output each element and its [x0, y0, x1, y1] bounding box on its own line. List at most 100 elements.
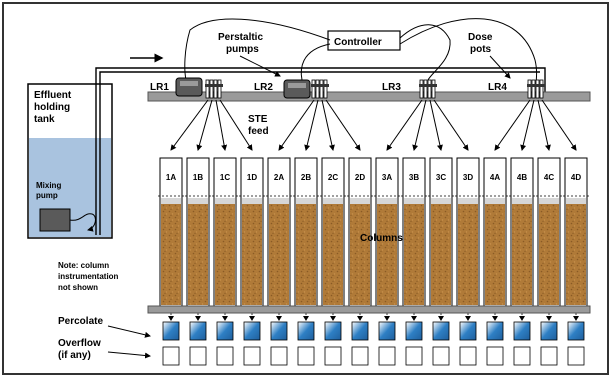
column-3c: 3C — [428, 157, 454, 318]
dose-pots — [205, 79, 545, 99]
dose-pots-label-line1: Dose — [468, 32, 493, 43]
column-4c: 4C — [536, 157, 562, 318]
percolate-bottle-4d — [567, 316, 585, 341]
column-2c: 2C — [320, 157, 346, 318]
column-label: 1C — [220, 173, 230, 182]
dose-pot-stack-1 — [205, 79, 223, 99]
lr4-label: LR4 — [488, 82, 507, 93]
percolate-bottle-1d — [243, 316, 261, 341]
overflow-bottle-1d — [243, 346, 261, 366]
overflow-bottle-3c — [432, 346, 450, 366]
percolate-bottle-3c — [432, 316, 450, 341]
overflow-bottle-3d — [459, 346, 477, 366]
tank-label-line2: holding — [34, 102, 70, 113]
overflow-bottle-1a — [162, 346, 180, 366]
effluent-holding-tank: Effluent holding tank Mixing pump — [27, 83, 113, 239]
column-1c: 1C — [212, 157, 238, 318]
percolate-bottle-4a — [486, 316, 504, 341]
tank-label-line1: Effluent — [34, 90, 72, 101]
ste-feed-label-line1: STE — [248, 114, 268, 125]
percolate-bottle-2d — [351, 316, 369, 341]
mixing-pump-label-line1: Mixing — [36, 181, 61, 190]
column-4d: 4D — [563, 157, 589, 318]
overflow-bottle-2d — [351, 346, 369, 366]
overflow-label-line2: (if any) — [58, 350, 91, 361]
percolate-label: Percolate — [58, 316, 103, 327]
overflow-bottle-1b — [189, 346, 207, 366]
note-line1: Note: column — [58, 261, 109, 270]
lr1-label: LR1 — [150, 82, 169, 93]
column-1d: 1D — [239, 157, 265, 318]
column-1a: 1A — [158, 157, 184, 318]
overflow-label-line1: Overflow — [58, 338, 101, 349]
column-label: 1B — [193, 173, 203, 182]
column-label: 3B — [409, 173, 419, 182]
dose-pot-stack-4 — [527, 79, 545, 99]
column-label: 1A — [166, 173, 176, 182]
overflow-bottle-2b — [297, 346, 315, 366]
overflow-bottle-4a — [486, 346, 504, 366]
percolate-bottle-1c — [216, 316, 234, 341]
percolate-bottle-2b — [297, 316, 315, 341]
dose-pots-label-line2: pots — [470, 44, 492, 55]
mixing-pump-label-line2: pump — [36, 191, 58, 200]
collection-bottles — [162, 316, 585, 366]
percolate-bottle-1b — [189, 316, 207, 341]
percolate-bottle-1a — [162, 316, 180, 341]
overflow-bottle-3b — [405, 346, 423, 366]
column-3a: 3A — [374, 157, 400, 318]
controller-label: Controller — [334, 37, 382, 48]
overflow-bottle-4c — [540, 346, 558, 366]
percolate-pointer — [107, 325, 151, 338]
column-2d: 2D — [347, 157, 373, 318]
column-3d: 3D — [455, 157, 481, 318]
dose-pots-pointer — [489, 55, 511, 79]
column-label: 2B — [301, 173, 311, 182]
lower-rail — [147, 305, 591, 314]
percolate-bottle-4c — [540, 316, 558, 341]
percolate-bottle-2c — [324, 316, 342, 341]
mixing-flow-arrow — [69, 213, 96, 232]
overflow-bottle-1c — [216, 346, 234, 366]
lr2-label: LR2 — [254, 82, 273, 93]
mixing-pump — [39, 208, 71, 232]
column-label: 4A — [490, 173, 500, 182]
column-label: 4D — [571, 173, 581, 182]
upper-rail — [147, 91, 591, 102]
peristaltic-pumps-label-line2: pumps — [226, 44, 259, 55]
ste-feed-label-line2: feed — [248, 126, 269, 137]
overflow-bottle-4b — [513, 346, 531, 366]
peristaltic-pumps-label-line1: Perstaltic — [218, 32, 263, 43]
column-label: 2C — [328, 173, 338, 182]
overflow-bottle-2c — [324, 346, 342, 366]
column-label: 3C — [436, 173, 446, 182]
dose-pot-stack-3 — [419, 79, 437, 99]
column-label: 3A — [382, 173, 392, 182]
percolate-bottle-4b — [513, 316, 531, 341]
column-label: 2D — [355, 173, 365, 182]
controller-wires — [184, 18, 538, 85]
column-4b: 4B — [509, 157, 535, 318]
column-4a: 4A — [482, 157, 508, 318]
percolate-bottle-3a — [378, 316, 396, 341]
overflow-bottle-2a — [270, 346, 288, 366]
controller-box — [327, 30, 401, 51]
feed-lines — [170, 99, 577, 151]
column-label: 3D — [463, 173, 473, 182]
column-label: 4C — [544, 173, 554, 182]
overflow-bottle-3a — [378, 346, 396, 366]
column-label: 2A — [274, 173, 284, 182]
column-label: 4B — [517, 173, 527, 182]
lr3-label: LR3 — [382, 82, 401, 93]
note-line2: instrumentation — [58, 272, 119, 281]
note-line3: not shown — [58, 283, 98, 292]
overflow-bottle-4d — [567, 346, 585, 366]
pump-lr1 — [175, 77, 203, 97]
column-2b: 2B — [293, 157, 319, 318]
pump-lr2 — [283, 79, 311, 99]
feed-pipe — [95, 53, 546, 235]
overflow-pointer — [107, 351, 151, 359]
peristaltic-pointer — [239, 55, 281, 77]
